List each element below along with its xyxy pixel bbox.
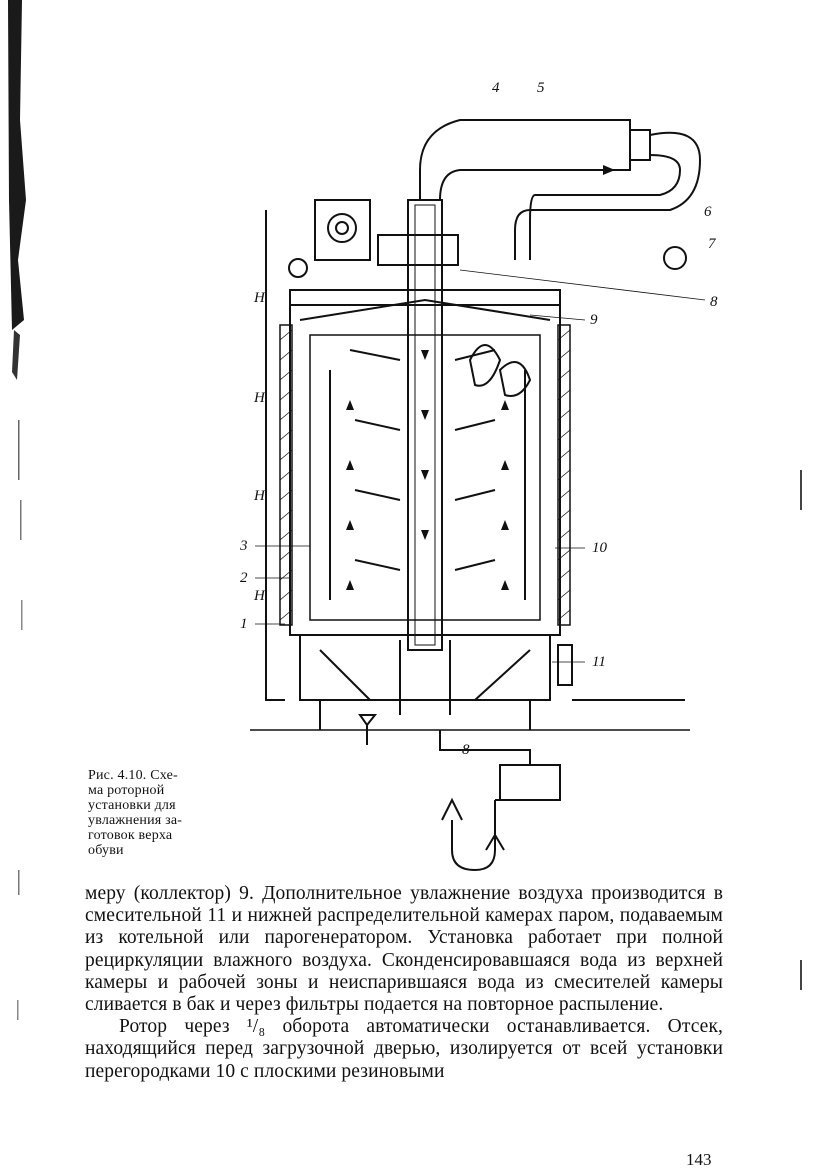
figure-caption: Рис. 4.10. Схе- ма роторной установки дл… [88, 768, 223, 858]
callout-7: 7 [708, 236, 717, 252]
callout-h-1: Н [253, 290, 266, 306]
callout-2: 2 [240, 570, 248, 586]
callout-3: 3 [239, 538, 248, 554]
scan-mark [800, 470, 802, 510]
caption-line: ма роторной [88, 783, 165, 798]
callout-4: 4 [492, 80, 500, 96]
callout-11: 11 [592, 654, 606, 670]
callout-8-bottom: 8 [462, 742, 470, 758]
caption-line: Рис. 4.10. Схе- [88, 768, 178, 783]
scan-mark [800, 960, 802, 990]
callout-8-top: 8 [710, 294, 718, 310]
callout-5: 5 [537, 80, 545, 96]
caption-line: установки для [88, 798, 176, 813]
rotor-unit-diagram: 4 5 6 7 8 9 10 11 3 2 1 8 Н Н Н Н [239, 80, 718, 872]
callout-h-3: Н [253, 488, 266, 504]
page-number: 143 [686, 1150, 712, 1169]
callout-9: 9 [590, 312, 598, 328]
callout-h-2: Н [253, 390, 266, 406]
caption-line: увлажнения за- [88, 813, 183, 828]
caption-line: готовок верха [88, 828, 173, 843]
caption-line: обуви [88, 843, 124, 858]
scan-edge [8, 0, 26, 1020]
callout-h-4: Н [253, 588, 266, 604]
paragraph-1: меру (коллектор) 9. Дополнительное увлаж… [85, 883, 723, 1016]
body-text: меру (коллектор) 9. Дополнительное увлаж… [85, 883, 723, 1083]
callout-10: 10 [592, 540, 608, 556]
paragraph-2: Ротор через ¹/₈ оборота автоматически ос… [85, 1016, 723, 1082]
callout-1: 1 [240, 616, 248, 632]
callout-6: 6 [704, 204, 712, 220]
